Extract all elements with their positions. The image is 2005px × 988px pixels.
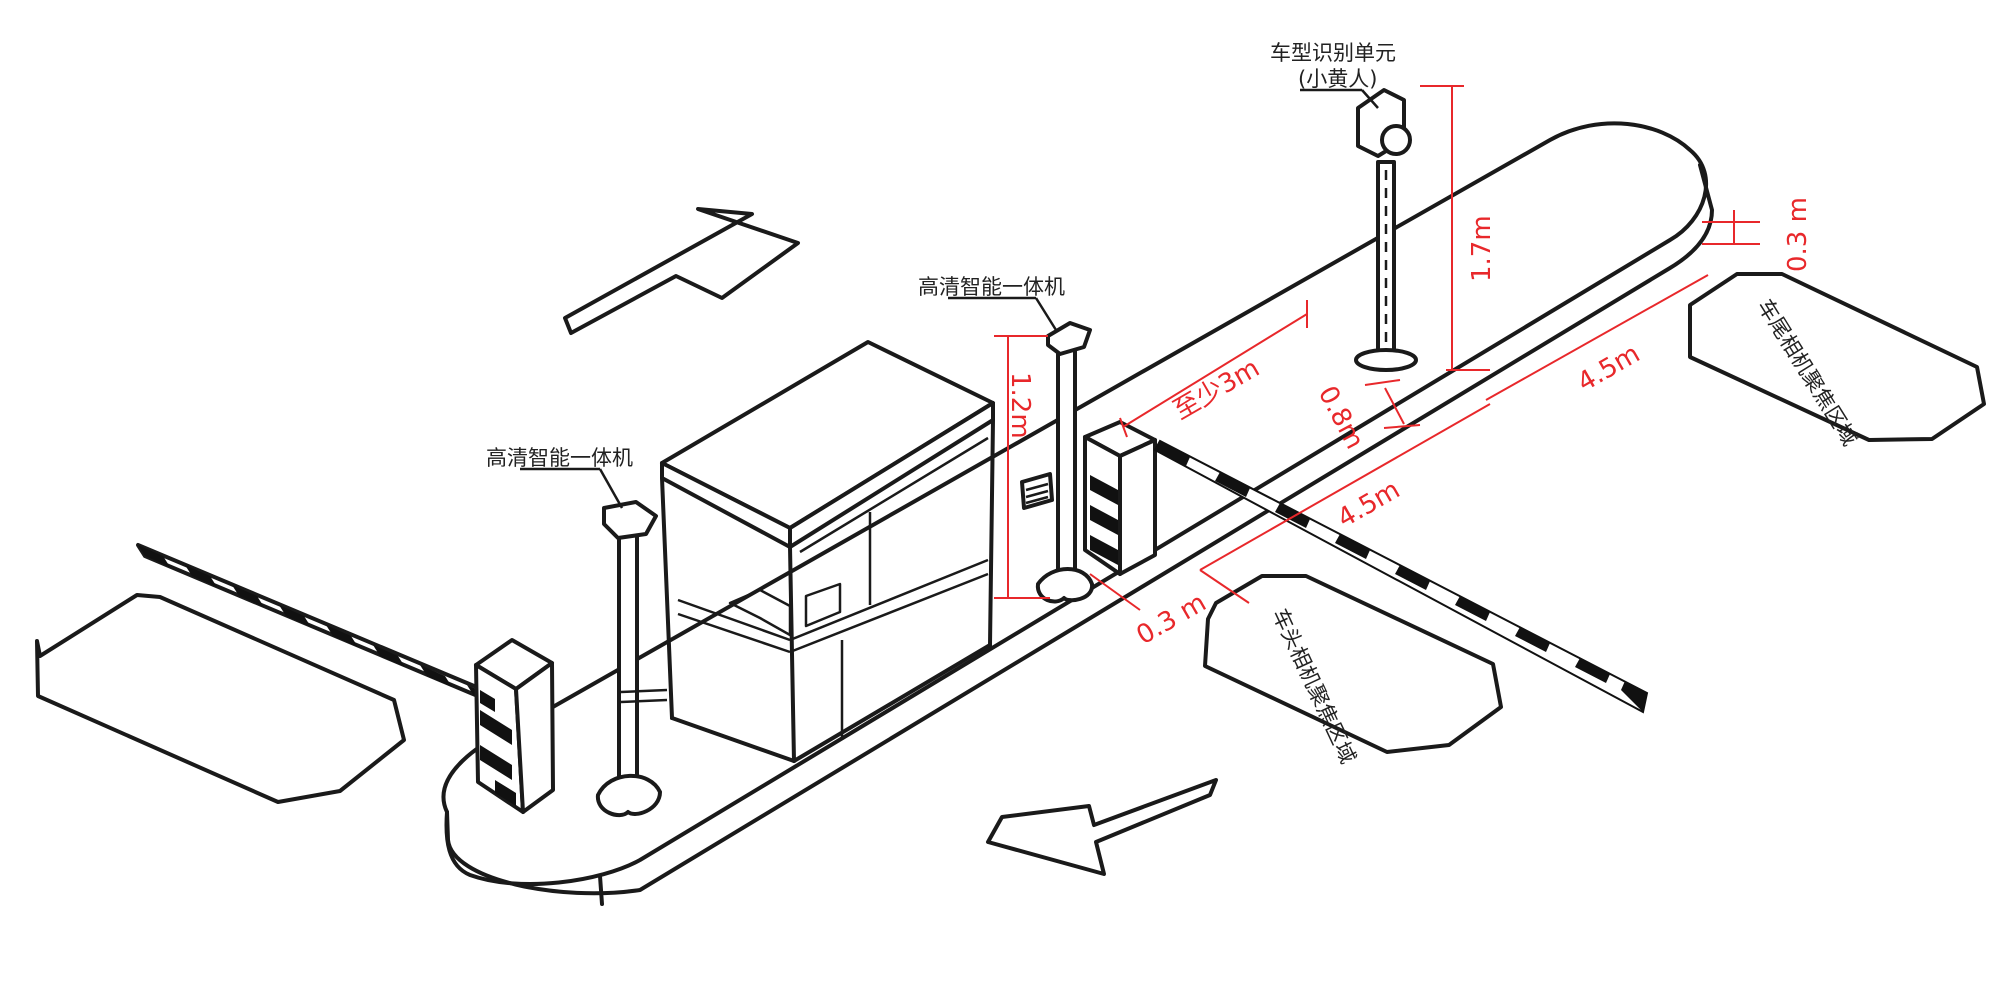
right-barrier-gate	[1083, 420, 1157, 576]
left-camera-pole	[595, 500, 668, 818]
recognition-unit-label-line2: (小黄人)	[1298, 67, 1377, 91]
toll-booth	[660, 340, 995, 763]
right-barrier-arm	[1153, 439, 1649, 714]
dim-height-unit: 1.7m	[1467, 215, 1497, 282]
left-barrier-gate	[474, 638, 555, 814]
rear-camera-focus-zone: 车尾相机聚焦区域	[1688, 272, 1986, 450]
dim-offset-camera: 0.3 m	[1132, 588, 1212, 651]
recognition-unit-pole	[1354, 88, 1418, 372]
entry-direction-arrow	[986, 778, 1218, 876]
mid-camera-pole	[1020, 321, 1094, 604]
exit-direction-arrow	[563, 207, 800, 335]
dim-island-edge: 0.3 m	[1783, 197, 1813, 272]
camera-mid-label: 高清智能一体机	[918, 275, 1065, 299]
dimension-lines	[994, 85, 1760, 611]
recognition-unit-label-line1: 车型识别单元	[1270, 41, 1396, 65]
camera-left-label: 高清智能一体机	[486, 446, 633, 470]
dim-zone-distance-front: 4.5m	[1333, 475, 1406, 534]
dim-zone-distance-rear: 4.5m	[1573, 339, 1646, 398]
left-focus-zone	[35, 593, 406, 804]
dim-height-camera: 1.2m	[1005, 372, 1035, 439]
